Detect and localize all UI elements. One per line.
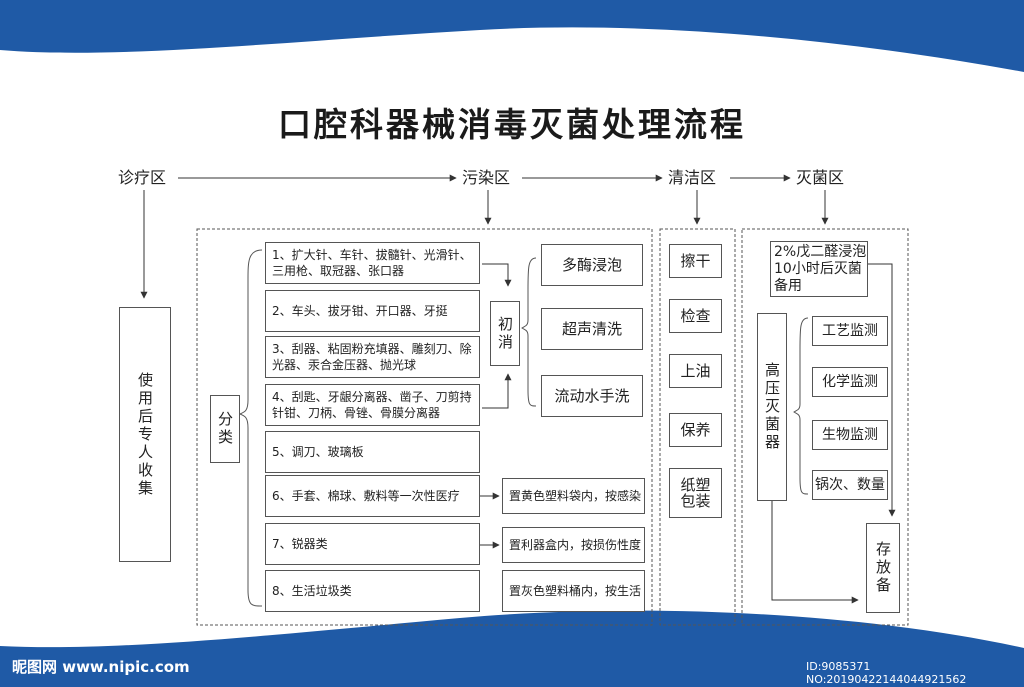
zone-label-contaminated: 污染区 — [462, 168, 511, 187]
autoclave-box: 高压灭菌器 — [757, 313, 787, 501]
item-2: 2、车头、拔牙钳、开口器、牙挺 — [265, 290, 480, 332]
method-enzyme-soak: 多酶浸泡 — [541, 244, 643, 286]
methods-brace — [521, 257, 537, 407]
arrow-glutaraldehyde-storage — [868, 263, 896, 517]
item-3: 3、刮器、粘固粉充填器、雕刻刀、除光器、汞合金压器、抛光球 — [265, 336, 480, 378]
arrow-item1-initial — [482, 263, 512, 287]
zone-label-clean: 清洁区 — [668, 168, 717, 187]
item-6: 6、手套、棉球、敷料等一次性医疗 — [265, 475, 480, 517]
monitor-biological: 生物监测 — [812, 420, 888, 450]
method-ultrasonic: 超声清洗 — [541, 308, 643, 350]
collection-box: 使用后专人收集 — [119, 307, 171, 562]
page-title: 口腔科器械消毒灭菌处理流程 — [278, 105, 746, 144]
sterile-zone-frame — [741, 228, 909, 626]
method-hand-wash: 流动水手洗 — [541, 375, 643, 417]
initial-disinfection-box: 初消 — [490, 301, 520, 366]
top-banner-wave — [0, 0, 1024, 72]
item-1: 1、扩大针、车针、拔髓针、光滑针、三用枪、取冠器、张口器 — [265, 242, 480, 284]
monitors-brace — [793, 317, 809, 495]
monitor-chemical: 化学监测 — [812, 367, 888, 397]
disposal-sharps-box: 置利器盒内，按损伤性度 — [502, 527, 645, 563]
item-4: 4、刮匙、牙龈分离器、凿子、刀剪持针钳、刀柄、骨锉、骨膜分离器 — [265, 384, 480, 426]
zone-label-sterile: 灭菌区 — [796, 168, 845, 187]
classify-box: 分类 — [210, 395, 240, 463]
zone-label-treatment: 诊疗区 — [118, 168, 167, 187]
arrow-item4-initial — [482, 373, 512, 409]
arrow-autoclave-storage — [771, 500, 859, 604]
step-oil: 上油 — [669, 354, 722, 388]
clean-zone-frame — [659, 228, 736, 626]
items-brace — [238, 249, 263, 607]
storage-box: 存放备 — [866, 523, 900, 613]
item-7: 7、锐器类 — [265, 523, 480, 565]
step-inspect: 检查 — [669, 299, 722, 333]
monitor-batch-count: 锅次、数量 — [812, 470, 888, 500]
step-maintain: 保养 — [669, 413, 722, 447]
glutaraldehyde-box: 2%戊二醛浸泡10小时后灭菌备用 — [770, 241, 868, 297]
disposal-yellow-bag: 置黄色塑料袋内，按感染 — [502, 478, 645, 514]
step-package: 纸塑包装 — [669, 468, 722, 518]
watermark-left: 昵图网 www.nipic.com — [12, 658, 190, 676]
item-8: 8、生活垃圾类 — [265, 570, 480, 612]
bottom-banner-wave — [0, 610, 1024, 687]
watermark-right: ID:9085371 NO:20190422144044921562 — [806, 660, 967, 686]
item-5: 5、调刀、玻璃板 — [265, 431, 480, 473]
step-dry: 擦干 — [669, 244, 722, 278]
contaminated-zone-frame — [196, 228, 653, 626]
monitor-process: 工艺监测 — [812, 316, 888, 346]
disposal-grey-bin: 置灰色塑料桶内，按生活 — [502, 570, 645, 612]
